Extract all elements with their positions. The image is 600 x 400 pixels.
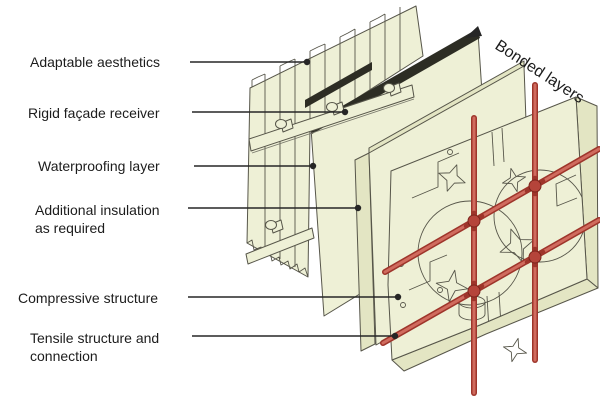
- rail-peg: [265, 219, 284, 234]
- callout-adaptable: Adaptable aesthetics: [30, 54, 311, 70]
- leader-dot: [394, 293, 402, 301]
- leader-dot: [354, 204, 362, 212]
- label-additional-insulation: Additional insulation: [35, 202, 160, 218]
- label-adaptable-aesthetics: Adaptable aesthetics: [30, 54, 160, 70]
- rail-peg: [383, 82, 402, 97]
- label-waterproofing-layer: Waterproofing layer: [38, 158, 160, 174]
- callout-tensile: Tensile structure and connection: [30, 330, 399, 364]
- star-cutout-bottom: [502, 337, 528, 363]
- receiver-rails: [245, 82, 415, 265]
- slat-bottom-zigzag: [246, 239, 309, 278]
- tensile-rods: [380, 82, 600, 396]
- label-as-required: as required: [35, 220, 105, 236]
- bonded-layers-arrow: [465, 26, 482, 38]
- label-compressive-structure: Compressive structure: [18, 290, 158, 306]
- leader-dot: [303, 58, 311, 66]
- callout-waterproofing: Waterproofing layer: [38, 158, 317, 174]
- rail-slot-shadow: [305, 62, 372, 108]
- leader-dot: [309, 162, 317, 170]
- label-connection: connection: [30, 348, 98, 364]
- callout-receiver: Rigid façade receiver: [28, 105, 349, 121]
- rod-node: [463, 280, 485, 302]
- label-tensile-structure: Tensile structure and: [30, 330, 159, 346]
- leader-dot: [391, 332, 399, 340]
- rail-peg: [275, 118, 294, 133]
- callouts: Adaptable aesthetics Rigid façade receiv…: [18, 54, 402, 364]
- callout-insulation: Additional insulation as required: [35, 202, 362, 236]
- label-rigid-facade-receiver: Rigid façade receiver: [28, 105, 160, 121]
- leader-dot: [341, 108, 349, 116]
- callout-compressive: Compressive structure: [18, 290, 402, 306]
- slatted-panel: [246, 5, 424, 278]
- rod-node: [524, 246, 546, 268]
- rod-node: [524, 175, 546, 197]
- rod-node: [463, 210, 485, 232]
